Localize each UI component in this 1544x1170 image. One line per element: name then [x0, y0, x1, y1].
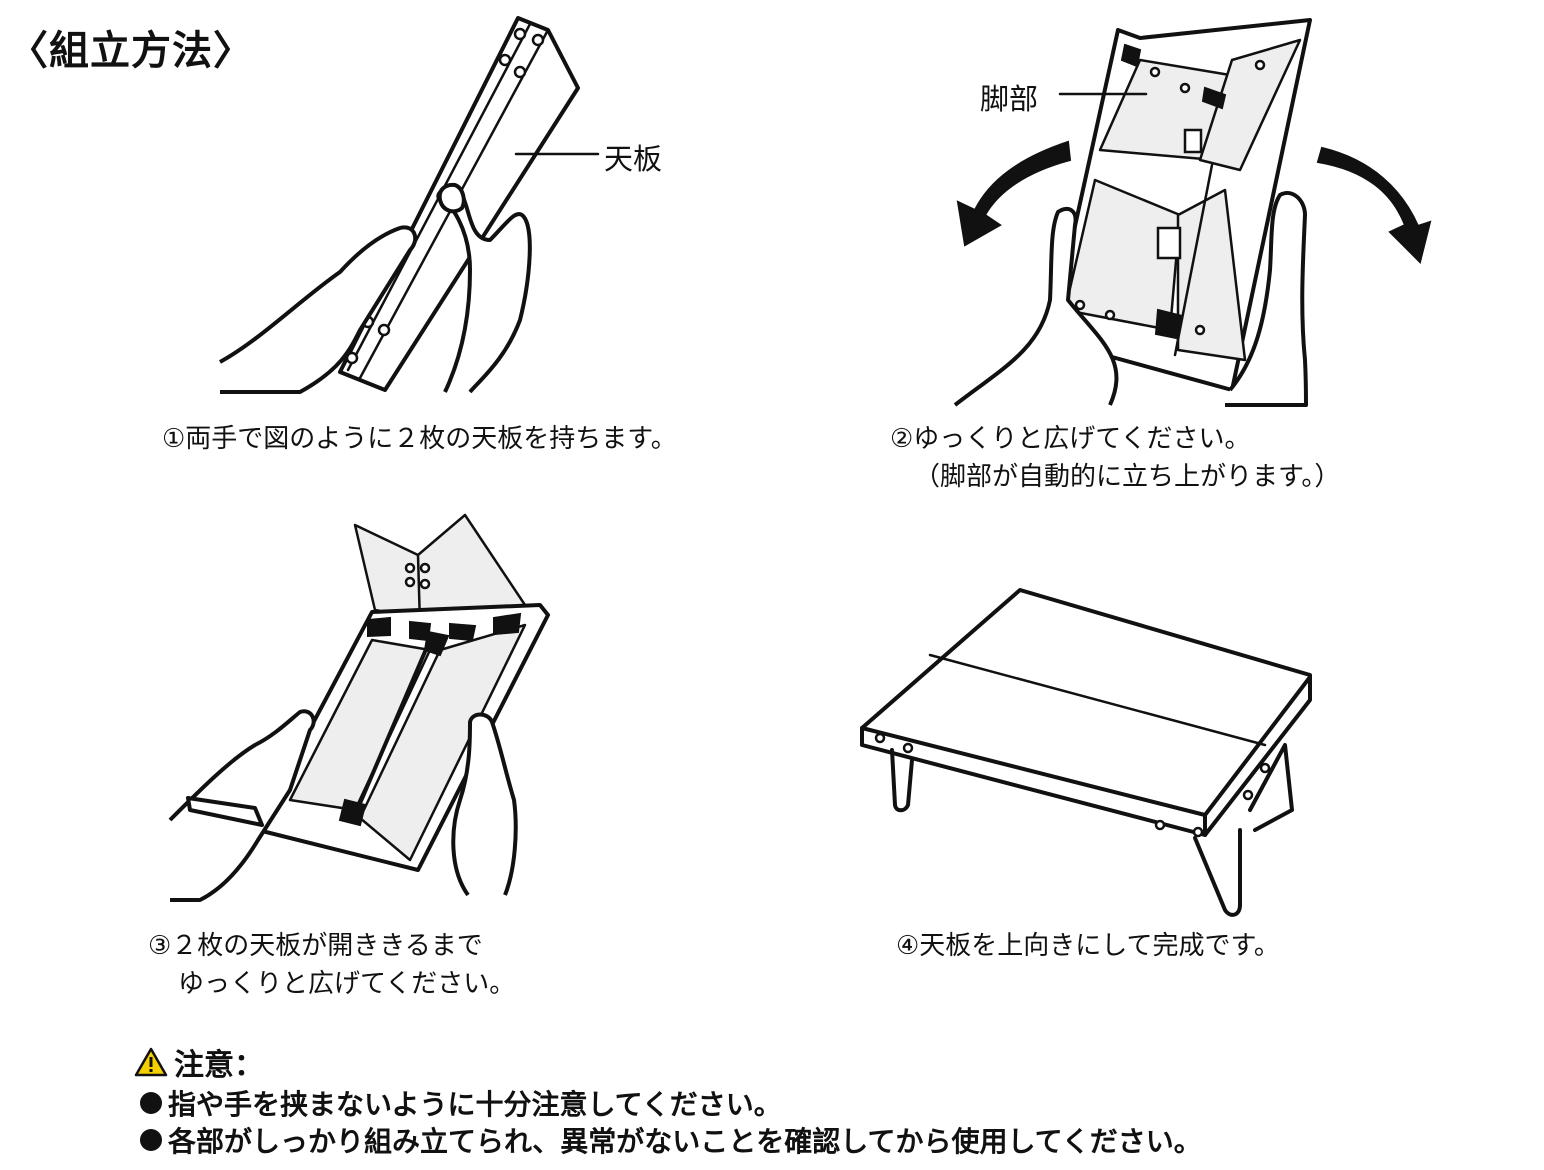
caution-item-text: 指や手を挟まないように十分注意してください。 — [168, 1088, 782, 1121]
caption-line: ゆっくりと広げてください。 — [178, 969, 516, 999]
kyakubu-label: 脚部 — [980, 82, 1039, 116]
bullet-icon — [140, 1129, 162, 1151]
step3-illustration — [168, 513, 550, 902]
caption-line: ①両手で図のように２枚の天板を持ちます。 — [162, 424, 677, 454]
caption-line: ④天板を上向きにして完成です。 — [896, 931, 1280, 961]
step2-illustration — [953, 18, 1432, 407]
curved-arrow-left-icon — [956, 140, 1072, 247]
step1-illustration — [219, 16, 600, 394]
caution-item: 指や手を挟まないように十分注意してください。 — [140, 1083, 782, 1123]
bullet-icon — [140, 1092, 162, 1114]
step-2-caption: ②ゆっくりと広げてください。 （脚部が自動的に立ち上がります。） — [890, 420, 1340, 496]
step-3-caption: ③２枚の天板が開ききるまで ゆっくりと広げてください。 — [148, 927, 515, 1003]
caption-line: （脚部が自動的に立ち上がります。） — [914, 462, 1341, 492]
caution-item-text: 各部がしっかり組み立てられ、異常がないことを確認してから使用してください。 — [168, 1125, 1202, 1158]
curved-arrow-right-icon — [1316, 146, 1432, 264]
step4-illustration — [860, 588, 1312, 917]
tenban-label: 天板 — [604, 142, 663, 176]
step-4-caption: ④天板を上向きにして完成です。 — [896, 927, 1280, 965]
warning-triangle-icon — [134, 1047, 168, 1077]
page-title: 〈組立方法〉 — [8, 28, 254, 74]
caution-heading: 注意： — [134, 1040, 264, 1084]
caution-heading-text: 注意： — [174, 1048, 264, 1083]
caption-line: ③２枚の天板が開ききるまで — [148, 931, 483, 961]
caution-item: 各部がしっかり組み立てられ、異常がないことを確認してから使用してください。 — [140, 1120, 1202, 1160]
caption-line: ②ゆっくりと広げてください。 — [890, 424, 1251, 454]
step-1-caption: ①両手で図のように２枚の天板を持ちます。 — [162, 420, 677, 458]
